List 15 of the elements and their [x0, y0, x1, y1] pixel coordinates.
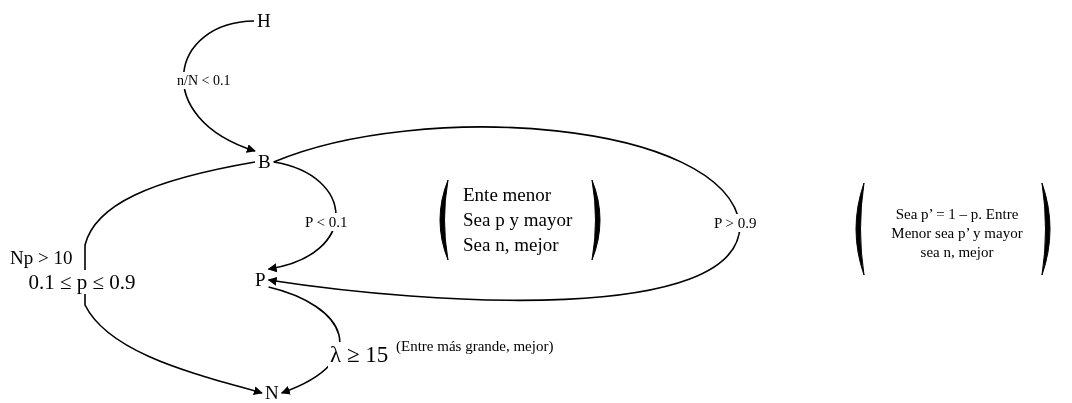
- edge-label: n/N < 0.1: [175, 72, 233, 89]
- node-label: H: [254, 10, 274, 32]
- arrow: [267, 161, 337, 272]
- node-label: P: [252, 269, 269, 291]
- arrow: [182, 20, 256, 153]
- edge-label: P < 0.1: [303, 213, 350, 231]
- note-text: Ente menor Sea p y mayor Sea n, mejor: [463, 183, 574, 257]
- arrow: [267, 126, 741, 302]
- note-text: (Entre más grande, mejor): [396, 338, 555, 356]
- node-label: B: [255, 151, 274, 173]
- arrow: [84, 161, 263, 396]
- edge-label: P > 0.9: [712, 214, 759, 232]
- edge-label: λ ≥ 15: [328, 342, 391, 368]
- node-label: N: [262, 382, 282, 403]
- note-text: Sea p’ = 1 – p. Entre Menor sea p’ y mayor sea n, mejor: [890, 205, 1024, 262]
